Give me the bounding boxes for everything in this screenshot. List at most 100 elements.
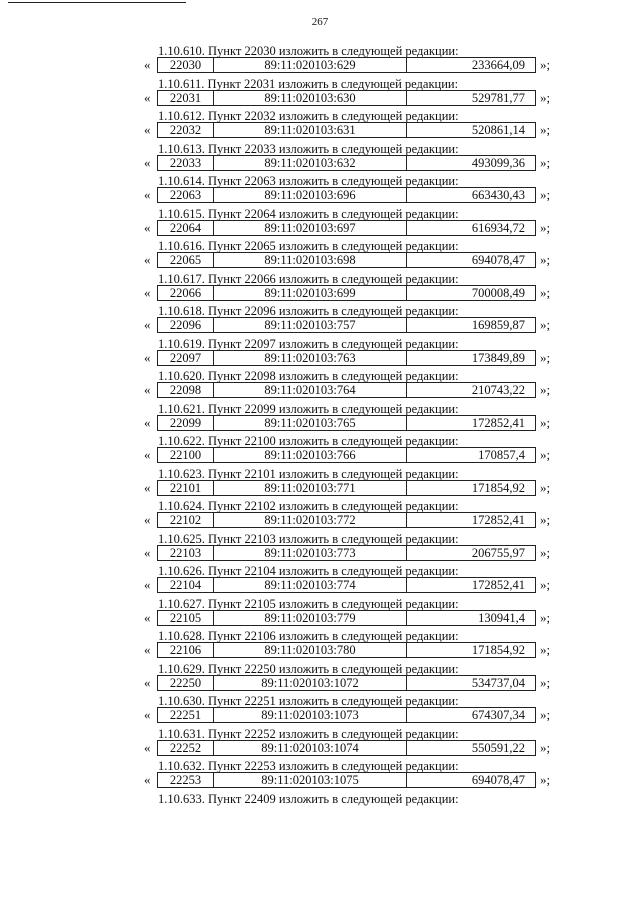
open-quote: «: [144, 122, 151, 137]
item-number-cell: 22101: [158, 480, 214, 495]
close-quote: »;: [540, 479, 551, 495]
close-quote: »;: [540, 382, 551, 397]
amendment-entry: 1.10.610. Пункт 22030 изложить в следующ…: [0, 44, 640, 77]
close-quote: »;: [540, 252, 551, 267]
item-number-cell: 22031: [158, 90, 214, 105]
close-quote: »;: [540, 512, 551, 527]
amendment-entry: 1.10.625. Пункт 22103 изложить в следующ…: [0, 532, 640, 565]
amendment-entry: 1.10.619. Пункт 22097 изложить в следующ…: [0, 337, 640, 370]
value-cell: 171854,92: [471, 643, 525, 657]
item-number-cell: 22064: [158, 220, 214, 235]
cadastral-number-cell: 89:11:020103:696: [214, 188, 407, 202]
close-quote: »;: [540, 642, 551, 657]
amendment-heading: 1.10.618. Пункт 22096 изложить в следующ…: [158, 304, 459, 318]
cadastral-number-cell: 89:11:020103:763: [214, 350, 407, 365]
value-cell: 170857,4: [478, 448, 525, 462]
open-quote: «: [144, 447, 151, 462]
item-number-cell: 22252: [158, 740, 214, 755]
amendment-heading: 1.10.624. Пункт 22102 изложить в следующ…: [158, 499, 459, 513]
top-rule: [8, 2, 186, 3]
amendment-entry: 1.10.629. Пункт 22250 изложить в следующ…: [0, 662, 640, 695]
amendment-entry: 1.10.621. Пункт 22099 изложить в следующ…: [0, 402, 640, 435]
open-quote: «: [144, 479, 151, 495]
value-cell: 694078,47: [471, 773, 525, 787]
cadastral-number-cell: 89:11:020103:629: [214, 58, 407, 72]
close-quote: »;: [540, 187, 551, 202]
amendment-heading: 1.10.625. Пункт 22103 изложить в следующ…: [158, 531, 459, 546]
open-quote: «: [144, 187, 151, 202]
amendment-heading: 1.10.633. Пункт 22409 изложить в следующ…: [158, 791, 459, 806]
value-cell: 171854,92: [471, 480, 525, 495]
open-quote: «: [144, 577, 151, 592]
value-cell: 674307,34: [471, 708, 525, 722]
value-cell: 663430,43: [471, 188, 525, 202]
amendment-entry: 1.10.615. Пункт 22064 изложить в следующ…: [0, 207, 640, 240]
value-cell: 520861,14: [471, 123, 525, 137]
open-quote: «: [144, 739, 151, 755]
value-cell: 233664,09: [471, 58, 525, 72]
value-cell: 493099,36: [471, 155, 525, 170]
cadastral-number-cell: 89:11:020103:764: [214, 383, 407, 397]
value-cell: 694078,47: [471, 253, 525, 267]
open-quote: «: [144, 707, 151, 722]
amendment-heading: 1.10.626. Пункт 22104 изложить в следующ…: [158, 564, 459, 578]
item-number-cell: 22103: [158, 545, 214, 560]
cadastral-number-cell: 89:11:020103:630: [214, 90, 407, 105]
open-quote: «: [144, 89, 151, 105]
open-quote: «: [144, 414, 151, 430]
close-quote: »;: [540, 154, 551, 170]
open-quote: «: [144, 642, 151, 657]
close-quote: »;: [540, 219, 551, 235]
amendment-entry: 1.10.620. Пункт 22098 изложить в следующ…: [0, 369, 640, 402]
cadastral-number-cell: 89:11:020103:772: [214, 513, 407, 527]
value-cell: 616934,72: [471, 220, 525, 235]
value-cell: 130941,4: [478, 610, 525, 625]
value-cell: 172852,41: [471, 578, 525, 592]
amendment-heading: 1.10.610. Пункт 22030 изложить в следующ…: [158, 44, 459, 58]
value-cell: 700008,49: [471, 285, 525, 300]
open-quote: «: [144, 674, 151, 690]
open-quote: «: [144, 219, 151, 235]
item-number-cell: 22065: [158, 253, 214, 267]
amendment-entry: 1.10.616. Пункт 22065 изложить в следующ…: [0, 239, 640, 272]
item-number-cell: 22104: [158, 578, 214, 592]
amendment-heading: 1.10.627. Пункт 22105 изложить в следующ…: [158, 596, 459, 611]
amendment-entry: 1.10.614. Пункт 22063 изложить в следующ…: [0, 174, 640, 207]
amendment-heading: 1.10.621. Пункт 22099 изложить в следующ…: [158, 401, 459, 416]
open-quote: «: [144, 284, 151, 300]
item-number-cell: 22251: [158, 708, 214, 722]
value-cell: 169859,87: [471, 318, 525, 332]
item-number-cell: 22066: [158, 285, 214, 300]
close-quote: »;: [540, 577, 551, 592]
cadastral-number-cell: 89:11:020103:774: [214, 578, 407, 592]
amendment-heading: 1.10.622. Пункт 22100 изложить в следующ…: [158, 434, 459, 448]
item-number-cell: 22098: [158, 383, 214, 397]
open-quote: «: [144, 609, 151, 625]
